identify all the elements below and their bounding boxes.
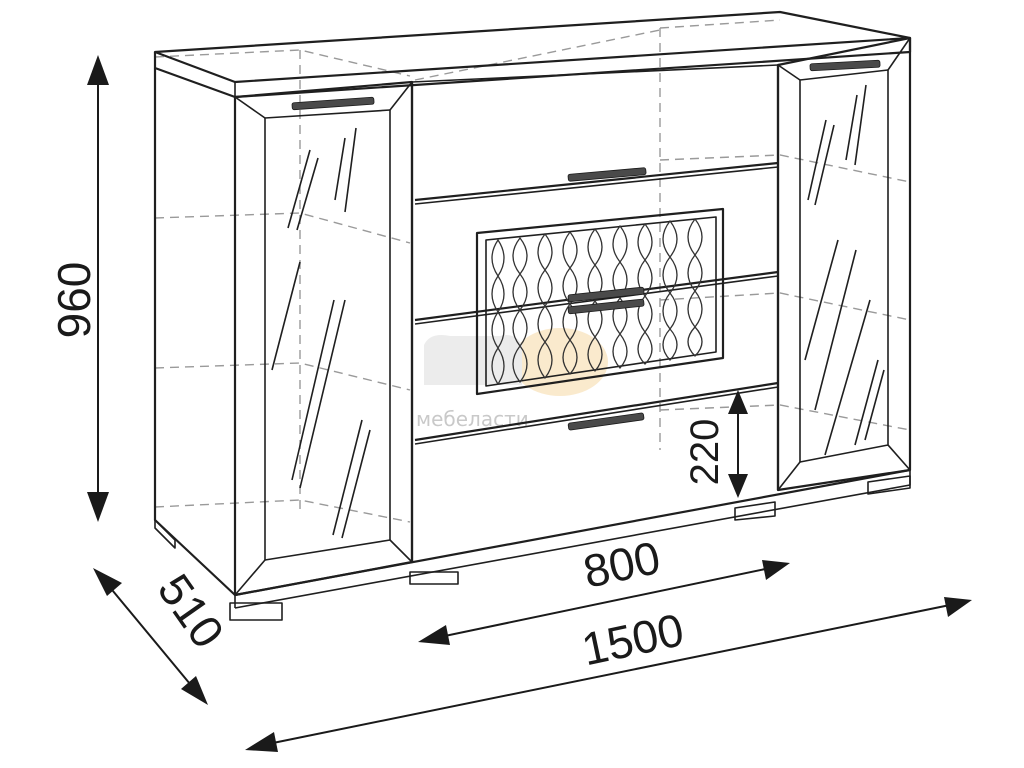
- center-width-label: 800: [579, 531, 665, 598]
- foot-front-left: [229, 602, 283, 621]
- drawer-height-dimension: 220: [683, 390, 748, 498]
- center-section: [410, 64, 780, 562]
- watermark-text: мебеласти: [416, 407, 529, 431]
- height-dimension: 960: [48, 55, 109, 522]
- drawer-height-label: 220: [683, 419, 727, 486]
- right-glass-door: [776, 36, 912, 492]
- lattice-panel: [475, 207, 725, 396]
- watermark-logo: [424, 328, 608, 396]
- sideboard-body: [153, 10, 912, 621]
- left-door-glass-reflection: [271, 127, 371, 539]
- left-glass-door: [233, 80, 414, 597]
- middle-drawer-handle: [567, 286, 645, 303]
- top-drawer-handle: [567, 167, 647, 182]
- total-width-label: 1500: [577, 603, 688, 675]
- height-label: 960: [48, 262, 100, 339]
- lattice-pattern: [491, 217, 703, 386]
- right-door-glass-reflection: [804, 84, 885, 456]
- right-door-handle: [809, 59, 881, 72]
- bottom-drawer-handle: [567, 412, 645, 431]
- depth-dimension: 510: [93, 564, 234, 705]
- depth-label: 510: [148, 564, 235, 657]
- middle-drawer-handle-lower: [567, 298, 645, 315]
- watermark-sofa-icon: [424, 335, 522, 385]
- total-width-dimension: 1500: [245, 597, 972, 752]
- top-panel: [153, 10, 912, 84]
- foot-front-middle: [409, 571, 459, 585]
- left-door-handle: [291, 96, 375, 111]
- foot-back-left: [154, 519, 176, 549]
- hidden-lines: [154, 19, 911, 523]
- foot-front-right: [867, 475, 911, 495]
- foot-back-middle: [734, 501, 776, 521]
